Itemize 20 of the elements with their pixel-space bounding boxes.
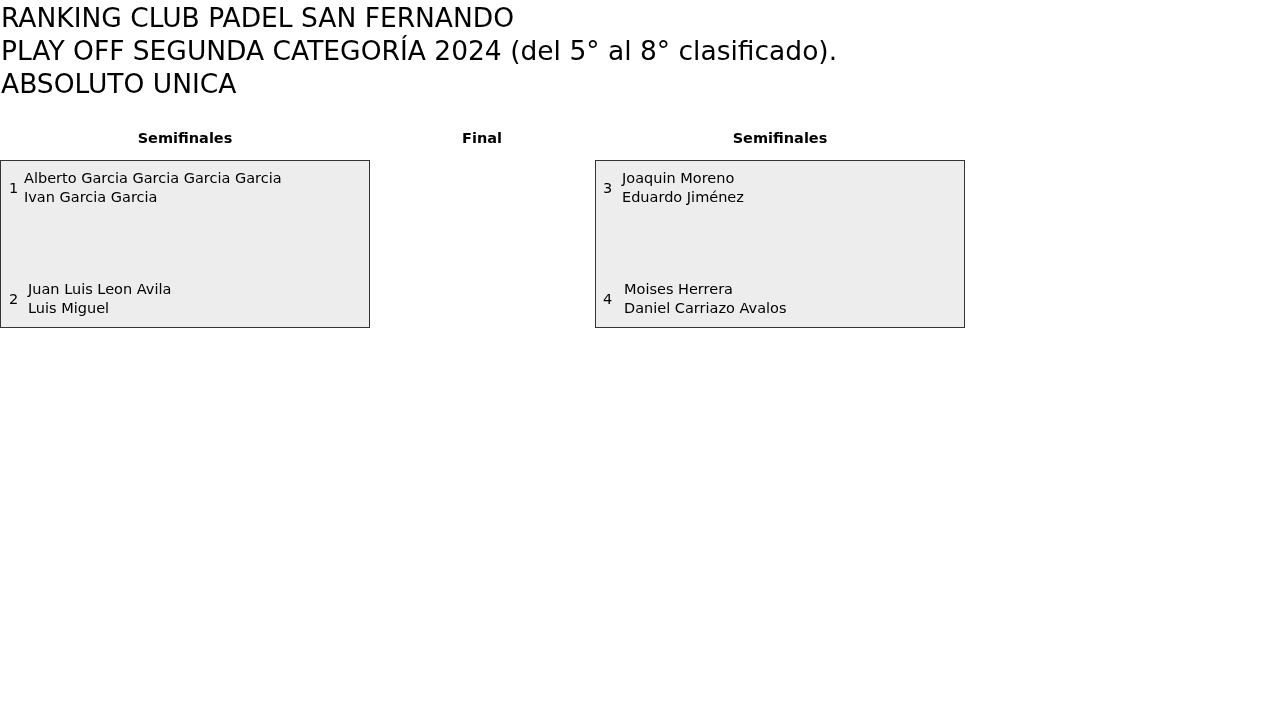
seed-number: 3 xyxy=(603,179,613,198)
player-name: Alberto Garcia Garcia Garcia Garcia xyxy=(24,169,282,188)
player-name: Eduardo Jiménez xyxy=(622,188,744,207)
seed-number: 4 xyxy=(603,290,613,309)
round-heading: Semifinales xyxy=(137,130,233,146)
round-heading: Semifinales xyxy=(732,130,828,146)
player-name: Daniel Carriazo Avalos xyxy=(624,299,787,318)
seed-number: 1 xyxy=(9,179,19,198)
player-name: Moises Herrera xyxy=(624,280,733,299)
player-name: Ivan Garcia Garcia xyxy=(24,188,158,207)
seed-number: 2 xyxy=(9,290,19,309)
player-name: Luis Miguel xyxy=(28,299,110,318)
title-text: RANKING CLUB PADEL SAN FERNANDO xyxy=(1,1,515,34)
match-box xyxy=(0,160,370,328)
subtitle-text: PLAY OFF SEGUNDA CATEGORÍA 2024 (del 5° al 8° clasificado). xyxy=(1,34,838,67)
match-box xyxy=(595,160,965,328)
player-name: Joaquin Moreno xyxy=(622,169,735,188)
round-heading: Final xyxy=(462,130,502,146)
subtitle-text: ABSOLUTO UNICA xyxy=(1,67,237,100)
player-name: Juan Luis Leon Avila xyxy=(28,280,172,299)
